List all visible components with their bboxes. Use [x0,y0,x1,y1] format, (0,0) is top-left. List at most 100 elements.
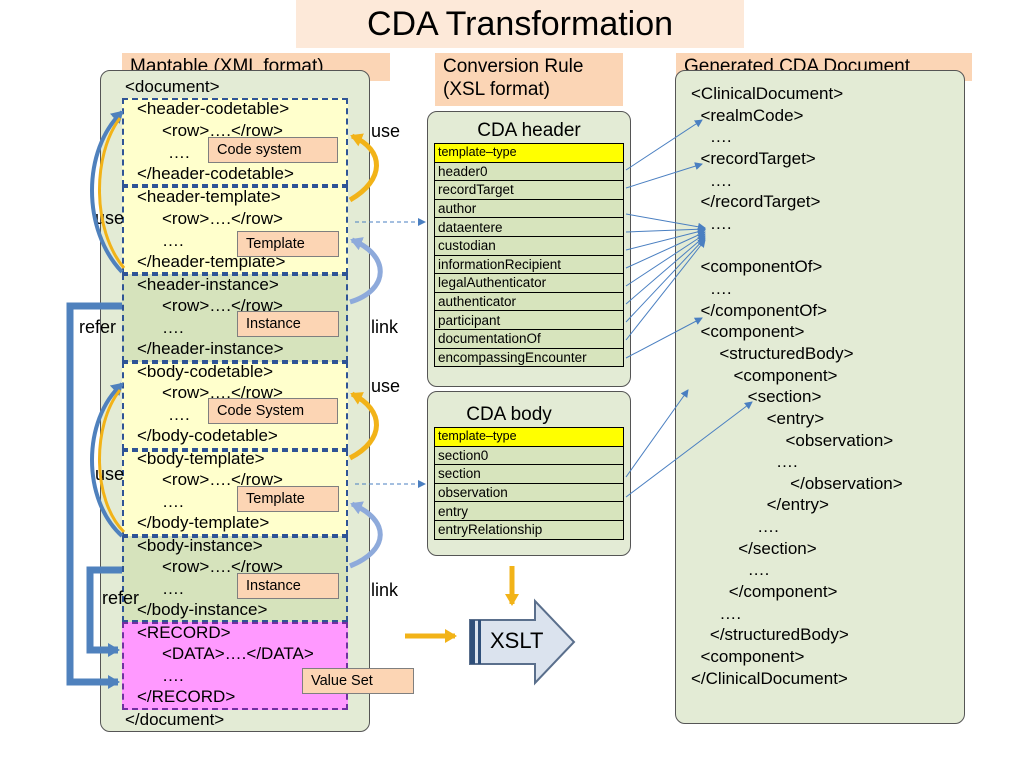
cda-line: </section> [691,538,817,558]
mapping-link [625,119,703,171]
cda-line: <componentOf> [691,257,823,277]
use-curve-arrow [348,133,379,203]
rule-row: documentationOf [434,328,624,349]
cda-line: …. [691,170,732,190]
template-tag: Template [237,486,339,512]
mapping-link [625,231,706,269]
record-close: </RECORD> [137,687,236,706]
cda-line: <observation> [691,430,894,450]
section-row: <row>….</row> [162,557,283,576]
use-label: use [371,121,401,141]
rule-row: header0 [434,161,624,182]
rule-row: section [434,464,624,484]
mapping-link [625,213,706,231]
section-open: <header-template> [137,187,281,206]
cda-line: </component> [691,582,838,602]
mapping-link [625,317,703,359]
cda-line: …. [691,517,779,537]
cda-line: </entry> [691,495,829,515]
section-open: <header-instance> [137,275,279,294]
cda-line: …. [691,603,742,623]
refer-label: refer [79,317,117,337]
cda-line: </observation> [691,473,903,493]
section-dots: …. [168,143,190,162]
record-box [122,622,348,710]
cda-line: …. [691,452,798,472]
cda-line: …. [691,213,732,233]
mapping-link [625,225,706,234]
cda-line: <realmCode> [691,105,804,125]
section-close: </body-template> [137,513,270,532]
page-title: CDA Transformation [296,0,744,48]
rule-row: template–type [434,427,624,447]
cda-line: <structuredBody> [691,343,854,363]
rule-row: observation [434,482,624,503]
section-dots: …. [162,579,184,598]
cda-header-title: CDA header [477,120,581,141]
rule-row: template–type [434,143,624,163]
section-open: <body-instance> [137,536,263,555]
section-dots: …. [162,492,184,511]
generated-cda-panel [675,70,965,724]
record-dots: …. [162,666,184,685]
mapping-link [625,162,703,189]
refer-arrow [66,302,122,689]
record-data: <DATA>….</DATA> [162,644,314,663]
section-row: <row>….</row> [162,209,283,228]
rule-row: authenticator [434,291,624,312]
use-curve-arrow [98,117,126,269]
instance-tag: Instance [237,573,339,599]
mapping-link [625,389,689,478]
link-label: link [371,317,399,337]
cda-line: <component> [691,365,838,385]
xslt-arrow-bar [470,620,475,664]
use-curve-arrow [98,389,126,534]
cda-body-table: template–type section0 section observati… [434,427,624,540]
section-close: </header-codetable> [137,164,294,183]
code-system-tag: Code System [208,398,338,424]
section-dots: …. [168,405,190,424]
generated-cda-lines: <ClinicalDocument> <realmCode> …. <recor… [691,83,903,689]
cda-line: </componentOf> [691,300,828,320]
section-row: <row>….</row> [162,470,283,489]
cda-line: </ClinicalDocument> [691,668,848,688]
use-curve-arrow [90,382,124,538]
cda-body-title: CDA body [466,404,552,425]
section-open: <header-codetable> [137,99,290,118]
section-close: </body-instance> [137,600,268,619]
rule-row: participant [434,310,624,330]
use-label: use [371,376,401,396]
mapping-link [625,237,706,323]
cda-header-table: template–type header0 recordTarget autho… [434,143,624,368]
section-row: <row>….</row> [162,296,283,315]
link-label: link [371,580,399,600]
cda-line: </recordTarget> [691,192,821,212]
mapping-link [625,235,706,305]
cda-line: <ClinicalDocument> [691,84,844,103]
section-dots: …. [162,318,184,337]
section-row: <row>….</row> [162,383,283,402]
template-tag: Template [237,231,339,257]
cda-line: …. [691,278,732,298]
mapping-link [625,401,753,498]
cda-line: …. [691,127,732,147]
link-curve-arrow [349,237,383,305]
document-open: <document> [125,77,220,96]
section-row: <row>….</row> [162,121,283,140]
section-open: <body-template> [137,449,265,468]
section-close: </header-instance> [137,339,284,358]
code-system-tag: Code system [208,137,338,163]
record-open: <RECORD> [137,623,231,642]
body-instance-box [122,536,348,622]
xslt-arrow-bar [478,620,481,664]
rule-row: custodian [434,235,624,256]
section-open: <body-codetable> [137,362,274,381]
section-dots: …. [162,231,184,250]
mapping-link [625,233,706,287]
cda-line: <component> [691,647,805,667]
section-close: </body-codetable> [137,426,278,445]
conversion-rule-header: Conversion Rule (XSL format) [435,53,623,106]
rule-row: section0 [434,445,624,466]
xslt-label: XSLT [490,628,544,653]
